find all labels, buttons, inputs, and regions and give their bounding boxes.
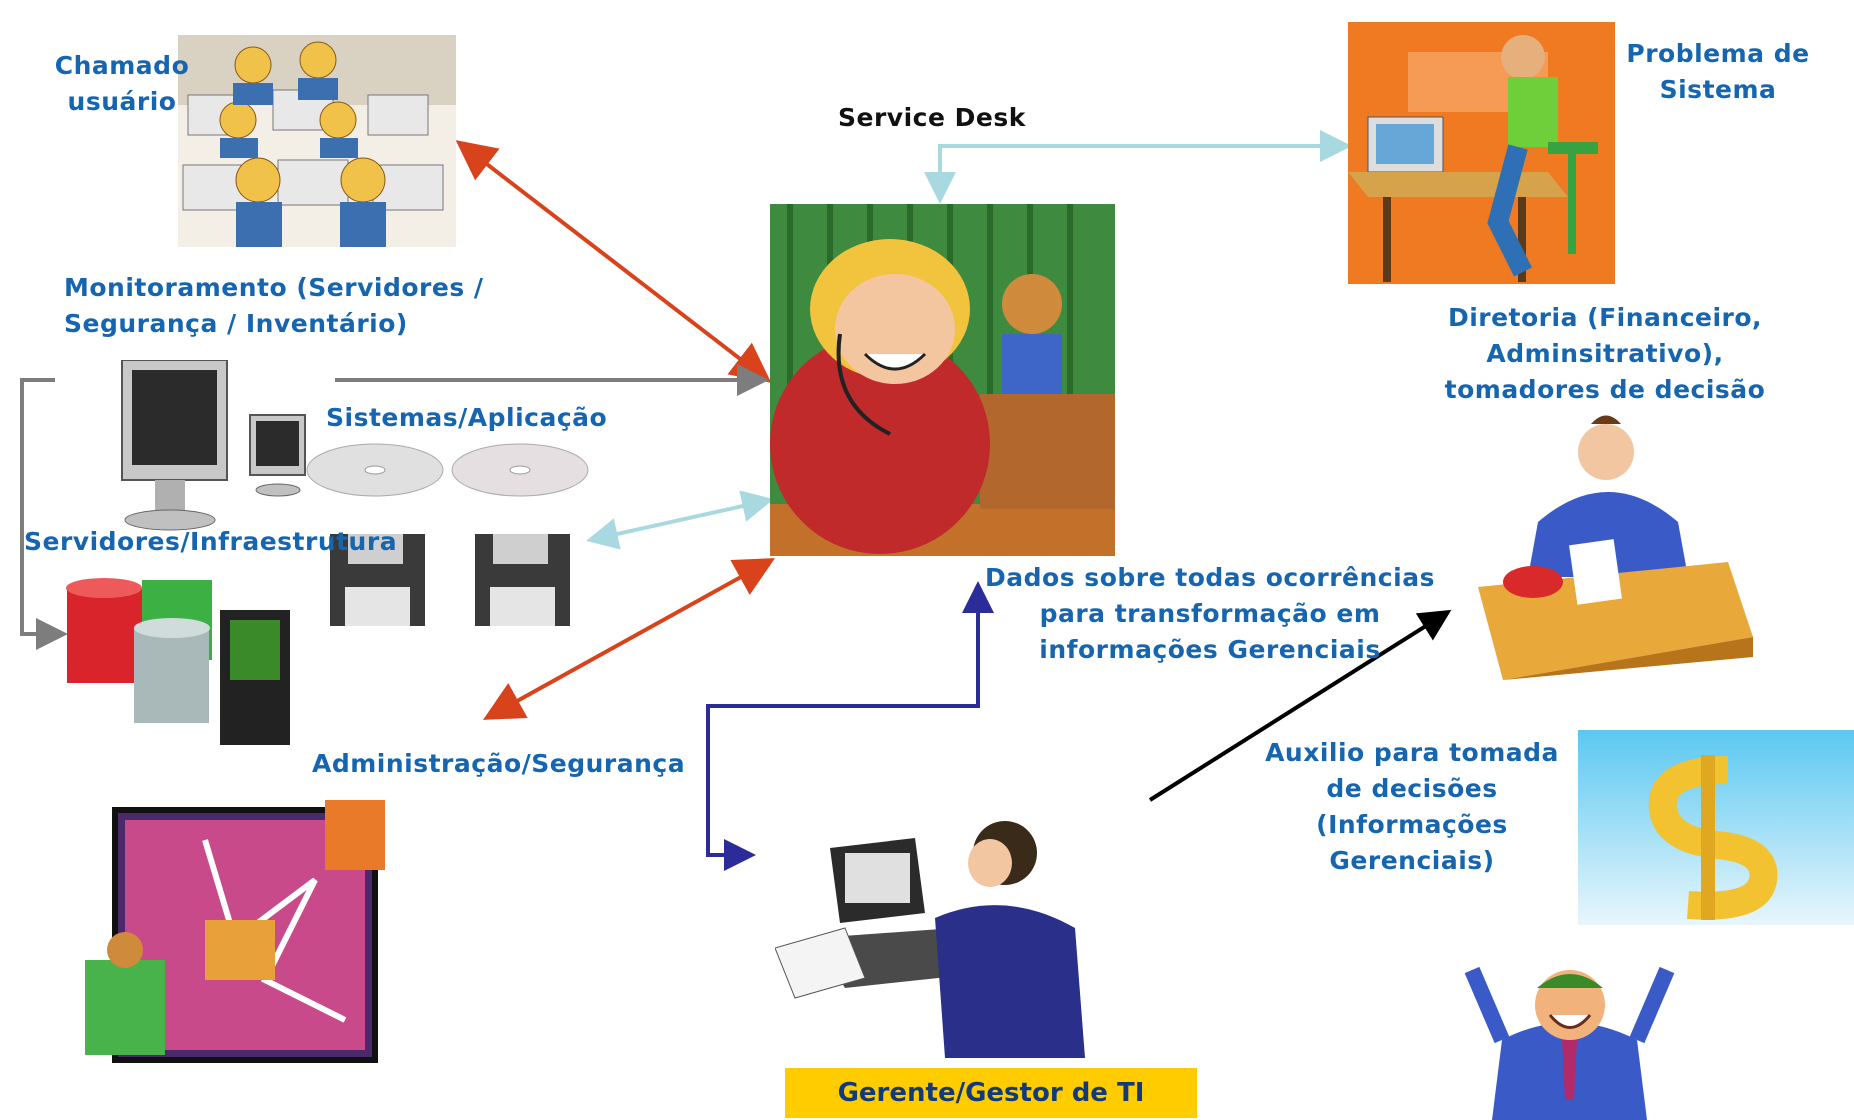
monitoring-computers-illustration — [121, 360, 306, 531]
auxilio-label: Auxilio para tomada de decisões (Informa… — [1262, 735, 1562, 879]
problema-sistema-illustration — [1348, 22, 1615, 284]
servidores-label: Servidores/Infraestrutura — [24, 527, 398, 556]
diretoria-illustration — [1478, 415, 1753, 680]
call-center-illustration — [178, 35, 456, 247]
chamado-label-line1: Chamado — [54, 51, 190, 80]
dados-label-line2: para transformação em — [1039, 599, 1381, 628]
diretoria-label-line2: Adminsitrativo), — [1486, 339, 1724, 368]
happy-businessman-illustration — [1464, 966, 1675, 1120]
gerente-label: Gerente/Gestor de TI — [837, 1078, 1145, 1108]
arrow-gestor-diretoria — [1148, 609, 1452, 802]
floppy-disks-illustration — [330, 534, 570, 626]
dados-label-line1: Dados sobre todas ocorrências — [985, 563, 1435, 592]
monitoramento-label: Monitoramento (Servidores / Segurança / … — [64, 270, 484, 342]
auxilio-label-line2: de decisões — [1326, 774, 1498, 803]
sistemas-label: Sistemas/Aplicação — [326, 403, 608, 432]
monitoramento-bracket — [20, 378, 68, 650]
arrow-admin-servicedesk — [483, 558, 775, 720]
monitoramento-label-line2: Segurança / Inventário) — [64, 309, 408, 338]
auxilio-label-line1: Auxilio para tomada — [1265, 738, 1559, 767]
diretoria-label: Diretoria (Financeiro, Adminsitrativo), … — [1440, 300, 1770, 408]
auxilio-label-line4: Gerenciais) — [1329, 846, 1495, 875]
arrow-chamado-servicedesk — [455, 140, 772, 383]
gestor-illustration — [775, 821, 1085, 1058]
admin-security-illustration — [85, 800, 385, 1063]
dollar-sign-illustration — [1578, 730, 1854, 925]
problema-label-line1: Problema de — [1626, 39, 1810, 68]
problema-label-line2: Sistema — [1659, 75, 1777, 104]
gerente-label-box: Gerente/Gestor de TI — [785, 1068, 1197, 1118]
chamado-label: Chamado usuário — [52, 48, 192, 120]
administracao-label: Administração/Segurança — [312, 749, 686, 778]
problema-label: Problema de Sistema — [1618, 36, 1818, 108]
diretoria-label-line3: tomadores de decisão — [1444, 375, 1766, 404]
service-desk-illustration — [770, 204, 1115, 556]
service-desk-title: Service Desk — [838, 103, 1026, 132]
cds-illustration — [306, 443, 589, 497]
servers-illustration — [66, 578, 290, 745]
auxilio-label-line3: (Informações — [1316, 810, 1508, 839]
arrow-servidores-servicedesk — [586, 490, 774, 550]
arrow-gestor-dados — [706, 581, 994, 871]
chamado-label-line2: usuário — [67, 87, 177, 116]
dados-label-line3: informações Gerenciais — [1039, 635, 1381, 664]
dados-label: Dados sobre todas ocorrências para trans… — [975, 560, 1445, 668]
arrow-servicedesk-problema — [924, 130, 1352, 204]
monitoramento-label-line1: Monitoramento (Servidores / — [64, 273, 484, 302]
diretoria-label-line1: Diretoria (Financeiro, — [1447, 303, 1763, 332]
